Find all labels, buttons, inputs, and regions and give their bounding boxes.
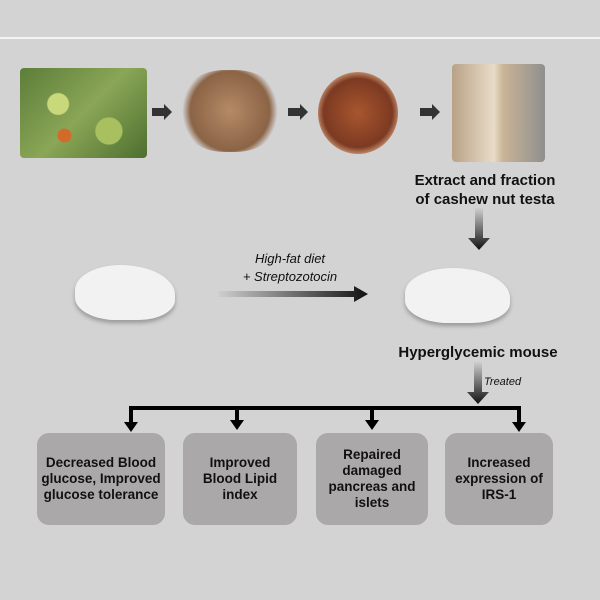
extract-label-line1: Extract and fraction — [414, 172, 556, 189]
outcome-box-lipid: Improved Blood Lipid index — [183, 433, 297, 525]
down-arrow-treated — [467, 362, 489, 404]
extract-label: Extract and fraction of cashew nut testa — [400, 171, 570, 209]
extract-label-line2: of cashew nut testa — [415, 191, 555, 208]
hyperglycemic-mouse-image — [405, 268, 510, 323]
treated-label: Treated — [484, 376, 522, 388]
down-arrow-extract — [468, 208, 490, 250]
diet-label: High-fat diet + Streptozotocin — [215, 250, 365, 286]
diet-label-line1: High-fat diet — [254, 251, 326, 266]
process-arrows — [152, 104, 440, 120]
outcome-box-pancreas: Repaired damaged pancreas and islets — [316, 433, 428, 525]
branch-connector — [129, 406, 521, 428]
outcome-box-irs1: Increased expression of IRS-1 — [445, 433, 553, 525]
cashew-nuts-image — [178, 70, 282, 152]
hyperglycemic-label: Hyperglycemic mouse — [398, 344, 558, 361]
extract-tube-image — [452, 64, 545, 162]
top-divider — [0, 37, 600, 39]
cashew-tree-image — [20, 68, 147, 158]
outcome-box-glucose: Decreased Blood glucose, Improved glucos… — [37, 433, 165, 525]
diet-label-line2: + Streptozotocin — [242, 269, 338, 284]
diet-arrow — [218, 286, 368, 302]
white-mouse-image — [75, 265, 175, 320]
cashew-testa-powder-image — [318, 72, 398, 154]
